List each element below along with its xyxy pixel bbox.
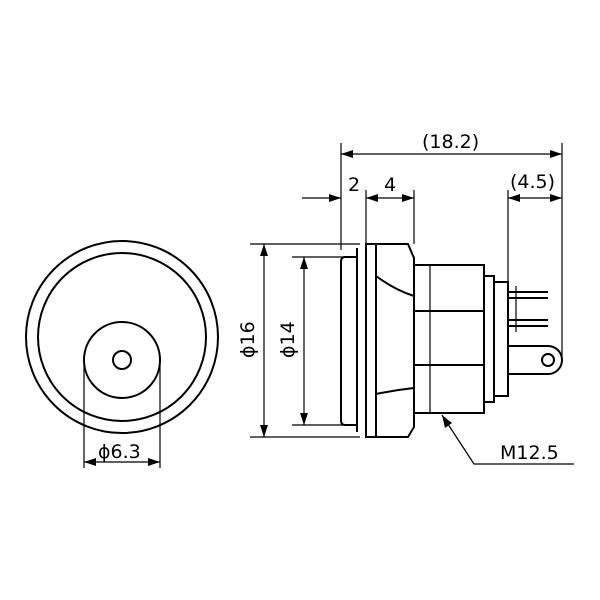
terminal-length-label: (4.5) bbox=[510, 171, 555, 193]
body-dia-arrow-top bbox=[300, 257, 308, 269]
body-diameter-label: ϕ14 bbox=[277, 321, 299, 358]
flange-thickness-label: 2 bbox=[348, 174, 360, 196]
outer-diameter-label: ϕ16 bbox=[237, 321, 259, 358]
jack-opening bbox=[83, 321, 161, 399]
outer-dia-arrow-top bbox=[260, 244, 268, 256]
thread-leader-line bbox=[441, 414, 574, 465]
terminal-arrow-left bbox=[508, 194, 520, 202]
solder-lug bbox=[507, 345, 563, 375]
nut-thickness-label: 4 bbox=[384, 174, 396, 196]
rear-insulator bbox=[493, 281, 509, 397]
hex-nut bbox=[365, 243, 415, 438]
body-dia-arrow-bottom bbox=[300, 413, 308, 425]
nut-face-curve-bottom bbox=[375, 387, 415, 395]
jack-dim-arrow-right bbox=[148, 458, 160, 466]
flange-arrow-left bbox=[329, 194, 341, 202]
rear-housing bbox=[483, 275, 495, 403]
outer-ring bbox=[25, 240, 219, 434]
thread-label: M12.5 bbox=[500, 442, 559, 464]
front-bezel bbox=[340, 256, 357, 426]
nut-arrow-right bbox=[402, 194, 414, 202]
jack-dim-arrow-left bbox=[84, 458, 96, 466]
solder-lug-hole bbox=[541, 353, 555, 367]
nut-face-curve-top bbox=[375, 275, 415, 297]
outer-dia-arrow-bottom bbox=[260, 425, 268, 437]
front-view: ϕ6.3 bbox=[25, 240, 219, 468]
terminal-arrow-right bbox=[550, 194, 562, 202]
thread-leader-arrow bbox=[442, 415, 452, 428]
overall-length-label: (18.2) bbox=[422, 131, 479, 153]
inner-ring bbox=[37, 252, 207, 422]
threaded-body bbox=[413, 264, 485, 414]
overall-arrow-left bbox=[341, 150, 353, 158]
side-view: (18.2) 2 4 (4.5) ϕ16 ϕ14 bbox=[237, 131, 574, 465]
center-pin bbox=[112, 350, 132, 370]
jack-diameter-label: ϕ6.3 bbox=[98, 441, 141, 463]
overall-arrow-right bbox=[550, 150, 562, 158]
